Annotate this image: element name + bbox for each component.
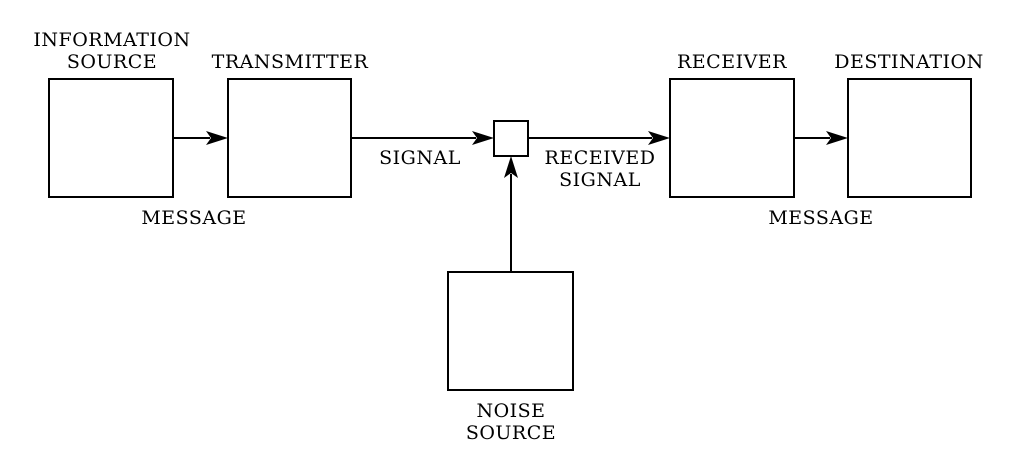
message-arrow-in (173, 131, 228, 145)
signal-arrow (351, 131, 494, 145)
received-signal-arrow (528, 131, 670, 145)
noise-arrow (504, 156, 518, 272)
received-signal-arrowhead (648, 131, 670, 145)
received-signal-label-line2: SIGNAL (559, 169, 641, 191)
signal-arrowhead (472, 131, 494, 145)
destination-box (847, 78, 972, 198)
message-in-label: MESSAGE (141, 207, 246, 229)
receiver-block: RECEIVER (669, 51, 795, 198)
noise-combiner-box (493, 120, 529, 157)
transmitter-box (227, 78, 352, 198)
noise-arrowhead (504, 156, 518, 178)
receiver-box (669, 78, 795, 198)
message-in-arrowhead (206, 131, 228, 145)
noise-source-block: NOISE SOURCE (447, 271, 574, 444)
receiver-label: RECEIVER (677, 51, 787, 73)
information-source-box (48, 78, 174, 198)
transmitter-block: TRANSMITTER (212, 51, 369, 198)
information-source-label-line2: SOURCE (67, 51, 157, 73)
information-source-label-line1: INFORMATION (33, 29, 190, 51)
message-arrow-out (794, 131, 848, 145)
information-source-block: INFORMATION SOURCE (33, 29, 190, 198)
received-signal-label-line1: RECEIVED (545, 147, 656, 169)
noise-source-label-line1: NOISE (476, 400, 545, 422)
message-out-arrowhead (826, 131, 848, 145)
noise-source-label-line2: SOURCE (466, 422, 556, 444)
message-out-label: MESSAGE (768, 207, 873, 229)
transmitter-label: TRANSMITTER (212, 51, 369, 73)
noise-source-box (447, 271, 574, 391)
signal-label: SIGNAL (379, 147, 461, 169)
destination-block: DESTINATION (834, 51, 983, 198)
destination-label: DESTINATION (834, 51, 983, 73)
